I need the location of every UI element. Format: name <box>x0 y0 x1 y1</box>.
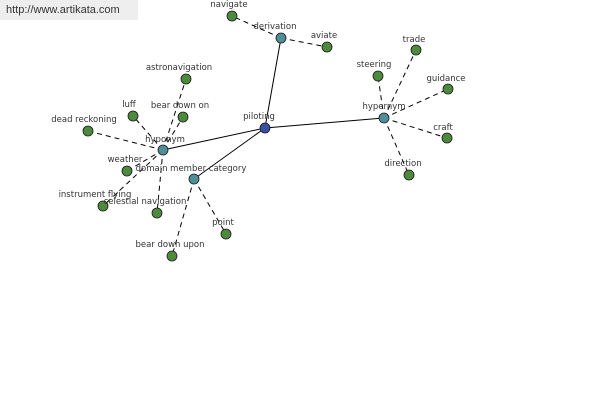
center-node-label: piloting <box>243 112 275 122</box>
center-node-piloting[interactable]: piloting <box>243 112 275 134</box>
relation-node-dot[interactable] <box>188 173 200 185</box>
center-node-dot[interactable] <box>259 122 271 134</box>
word-node-astronavigation[interactable]: astronavigation <box>146 63 212 85</box>
relation-node-hyponym[interactable]: hyponym <box>145 135 185 156</box>
word-node-navigate[interactable]: navigate <box>210 0 248 22</box>
word-node-steering[interactable]: steering <box>357 60 392 82</box>
relation-node-dot[interactable] <box>157 144 169 156</box>
edge-hypernym-guidance <box>383 88 449 119</box>
graph-edges <box>87 15 449 257</box>
edge-hyponym-instrument-flying <box>102 149 164 207</box>
edge-hyponym-celestial-navigation <box>156 149 164 214</box>
relation-node-dot[interactable] <box>378 112 390 124</box>
word-node-instrument-flying[interactable]: instrument flying <box>59 190 132 212</box>
word-node-label: direction <box>384 159 421 169</box>
relation-node-label: hypernym <box>362 102 405 112</box>
word-node-luff[interactable]: luff <box>122 100 139 122</box>
relation-node-hypernym[interactable]: hypernym <box>362 102 406 124</box>
word-node-dead-reckoning[interactable]: dead reckoning <box>51 115 117 137</box>
word-node-dot[interactable] <box>372 70 384 82</box>
relation-node-dot[interactable] <box>275 32 287 44</box>
word-node-bear-down-on[interactable]: bear down on <box>151 101 209 123</box>
word-node-label: weather <box>108 155 143 165</box>
word-node-label: celestial navigation <box>104 197 187 207</box>
edge-hypernym-direction <box>383 117 410 176</box>
edge-hypernym-craft <box>383 117 448 139</box>
word-node-trade[interactable]: trade <box>403 35 426 56</box>
word-node-label: astronavigation <box>146 63 212 73</box>
word-node-label: trade <box>403 35 426 45</box>
relation-node-label: hyponym <box>145 135 185 145</box>
word-node-dot[interactable] <box>151 207 163 219</box>
edge-domain-member-category-point <box>193 178 227 235</box>
word-node-dot[interactable] <box>127 110 139 122</box>
edge-hyponym-astronavigation <box>162 78 187 151</box>
word-node-bear-down-upon[interactable]: bear down upon <box>135 240 205 262</box>
word-node-direction[interactable]: direction <box>384 159 422 181</box>
word-node-dot[interactable] <box>226 10 238 22</box>
word-node-label: guidance <box>426 74 465 84</box>
edge-piloting-derivation <box>264 37 282 129</box>
word-node-dot[interactable] <box>410 44 422 56</box>
word-node-dot[interactable] <box>121 165 133 177</box>
word-node-label: craft <box>433 123 453 133</box>
word-node-dot[interactable] <box>97 200 109 212</box>
word-node-dot[interactable] <box>220 228 232 240</box>
word-node-label: luff <box>122 100 137 110</box>
edge-hyponym-dead-reckoning <box>87 130 164 151</box>
word-node-label: navigate <box>210 0 247 10</box>
word-node-celestial-navigation[interactable]: celestial navigation <box>104 197 187 219</box>
word-node-dot[interactable] <box>82 125 94 137</box>
word-node-aviate[interactable]: aviate <box>311 31 337 53</box>
edge-hyponym-weather <box>126 149 164 172</box>
word-node-dot[interactable] <box>166 250 178 262</box>
word-node-label: instrument flying <box>59 190 132 200</box>
word-node-craft[interactable]: craft <box>433 123 453 144</box>
word-node-dot[interactable] <box>321 41 333 53</box>
word-node-label: steering <box>357 60 392 70</box>
edge-hyponym-luff <box>132 115 164 151</box>
word-node-dot[interactable] <box>403 169 415 181</box>
word-node-label: dead reckoning <box>51 115 117 125</box>
word-node-weather[interactable]: weather <box>108 155 143 177</box>
word-node-label: point <box>212 218 234 228</box>
word-node-label: bear down on <box>151 101 209 111</box>
edge-hyponym-bear-down-on <box>162 116 184 151</box>
word-node-label: bear down upon <box>135 240 204 250</box>
edge-piloting-domain-member-category <box>193 127 266 180</box>
word-node-dot[interactable] <box>441 132 453 144</box>
word-node-guidance[interactable]: guidance <box>426 74 466 95</box>
relation-node-derivation[interactable]: derivation <box>253 22 297 44</box>
word-node-point[interactable]: point <box>212 218 235 240</box>
edge-domain-member-category-bear-down-upon <box>171 178 195 257</box>
edge-piloting-hyponym <box>162 127 266 151</box>
word-node-dot[interactable] <box>177 111 189 123</box>
watermark-url: http://www.artikata.com <box>0 0 138 20</box>
relation-node-label: derivation <box>253 22 296 32</box>
word-node-label: aviate <box>311 31 337 41</box>
edge-hypernym-steering <box>377 75 385 119</box>
edge-derivation-aviate <box>280 37 328 48</box>
relation-node-domain-member-category[interactable]: domain member category <box>136 164 247 185</box>
word-node-dot[interactable] <box>180 73 192 85</box>
word-node-dot[interactable] <box>442 83 454 95</box>
edge-hypernym-trade <box>383 49 417 119</box>
graph-nodes: navigate aviate trade steering guidance craft… <box>51 0 466 262</box>
edge-piloting-hypernym <box>264 117 385 129</box>
relation-node-label: domain member category <box>136 164 247 174</box>
